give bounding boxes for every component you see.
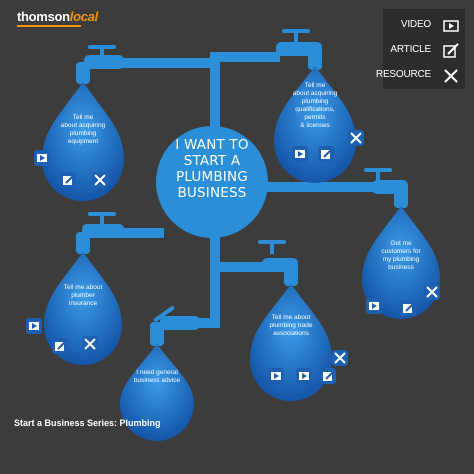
video-icon (296, 368, 312, 384)
drop-equipment-text[interactable]: Tell me about acquiring plumbing equipme… (48, 114, 118, 146)
article-icon (320, 368, 336, 384)
article-icon (443, 43, 459, 58)
drop-line: Tell me (304, 82, 326, 89)
hub-line: I WANT TO (175, 137, 249, 153)
article-icon (60, 172, 76, 188)
resource-icon (332, 350, 348, 366)
drop-line: business (388, 264, 414, 271)
drop-line: Tell me about (63, 284, 103, 291)
drop-line: equipment (67, 138, 99, 145)
drop-line: customers for (381, 248, 421, 255)
drop-line: associations (273, 330, 309, 337)
tap-icon (276, 29, 322, 70)
drop-line: my plumbing (382, 256, 420, 263)
resource-icon (82, 336, 98, 352)
drop-line: about acquiring (60, 122, 106, 129)
legend-video: VIDEO (383, 15, 465, 37)
legend-panel: VIDEO ARTICLE RESOURCE (376, 9, 465, 89)
drop-advice (120, 344, 194, 441)
drop-line: qualifications, (295, 106, 335, 113)
drop-customers (362, 206, 440, 319)
drop-qualifications-text[interactable]: Tell me about acquiring plumbing qualifi… (280, 82, 350, 130)
tap-icon (364, 168, 408, 208)
video-icon (443, 20, 459, 32)
legend-article-label: ARTICLE (390, 44, 431, 55)
thomsonlocal-logo: thomsonlocal (17, 9, 98, 27)
drop-line: plumbing (301, 98, 329, 105)
legend-video-label: VIDEO (400, 19, 431, 30)
resource-icon (92, 172, 108, 188)
drop-line: insurance (68, 300, 98, 307)
drop-customers-text[interactable]: Get me customers for my plumbing busines… (366, 240, 436, 272)
logo-text-part2: local (69, 9, 98, 24)
drop-insurance (44, 252, 122, 365)
logo-underline (17, 25, 81, 27)
hub-line: BUSINESS (177, 185, 247, 201)
tap-icon (76, 45, 124, 84)
resource-icon (424, 284, 440, 300)
drop-line: & licenses (300, 122, 330, 129)
drop-line: plumber (71, 292, 95, 299)
resource-icon (348, 130, 364, 146)
hub-line: START A (183, 153, 241, 169)
video-icon (366, 298, 382, 314)
drop-advice-text[interactable]: I need general business advice (122, 369, 192, 385)
video-icon (34, 150, 50, 166)
drop-line: Tell me about (271, 314, 311, 321)
drop-line: plumbing trade (269, 322, 313, 329)
drop-line: I need general (136, 369, 178, 376)
legend-resource: RESOURCE (376, 65, 465, 87)
drop-line: plumbing (69, 130, 97, 137)
drop-associations-text[interactable]: Tell me about plumbing trade association… (256, 314, 326, 338)
drop-insurance-text[interactable]: Tell me about plumber insurance (48, 284, 118, 308)
tap-icon (258, 240, 298, 286)
article-icon (318, 146, 334, 162)
drop-line: Tell me (72, 114, 94, 121)
hub-line: PLUMBING (176, 169, 248, 185)
tap-icon (76, 212, 124, 254)
legend-article: ARTICLE (383, 40, 465, 62)
drop-line: Get me (390, 240, 412, 247)
article-icon (52, 338, 68, 354)
drop-line: permits (304, 114, 326, 121)
legend-resource-label: RESOURCE (375, 69, 431, 80)
video-icon (292, 146, 308, 162)
drop-line: about acquiring (292, 90, 338, 97)
drop-line: business advice (133, 377, 181, 384)
resource-icon (444, 69, 458, 83)
drop-associations (250, 284, 332, 401)
video-icon (26, 318, 42, 334)
hub-title: I WANT TO START A PLUMBING BUSINESS (156, 137, 268, 201)
article-icon (400, 300, 416, 316)
series-caption: Start a Business Series: Plumbing (14, 418, 161, 428)
drop-equipment (42, 82, 124, 201)
video-icon (268, 368, 284, 384)
logo-text-part1: thomson (17, 9, 70, 24)
hub-circle (156, 126, 268, 238)
tap-icon (150, 306, 200, 346)
